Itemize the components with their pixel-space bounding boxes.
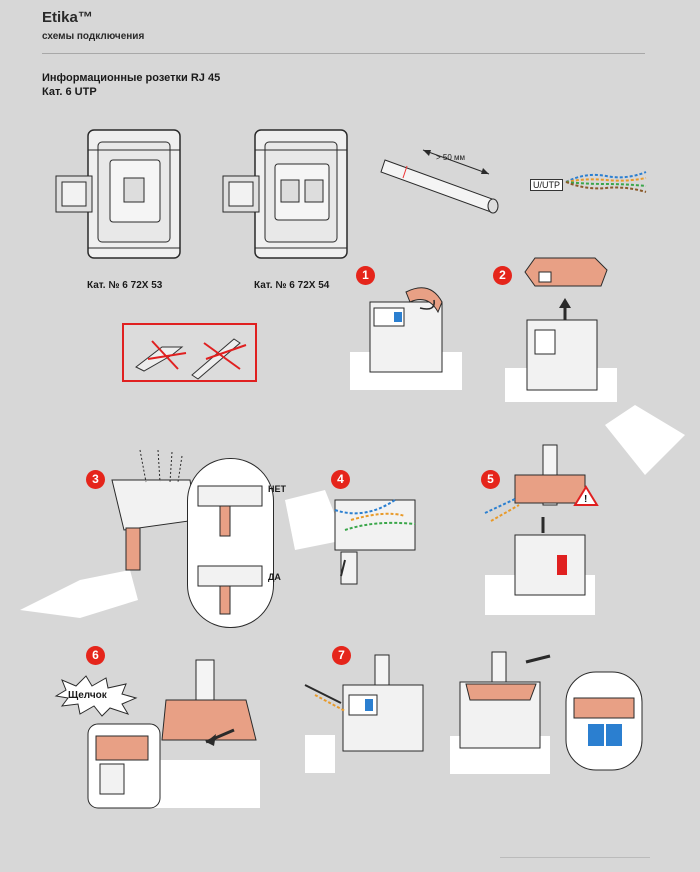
step-5-illustration: ! xyxy=(484,405,685,615)
socket-single-illustration xyxy=(55,129,181,259)
step-6-illustration xyxy=(87,659,260,809)
no-label: НЕТ xyxy=(268,484,286,494)
detail-callout-drawings xyxy=(197,485,263,615)
product-label-2: Кат. № 6 72X 54 xyxy=(254,280,330,291)
svg-text:!: ! xyxy=(584,494,587,505)
step-badge-1: 1 xyxy=(356,266,375,285)
step-7-illustration-a xyxy=(304,654,424,773)
step-2-illustration xyxy=(505,257,617,402)
cable-type-label: U/UTP xyxy=(530,179,563,191)
document-title: Информационные розетки RJ 45 xyxy=(42,72,221,84)
step-4-illustration xyxy=(285,490,416,585)
footer-rule xyxy=(500,857,650,858)
step-3-illustration xyxy=(20,449,197,618)
product-label-1: Кат. № 6 72X 53 xyxy=(87,280,163,291)
click-label: Щелчок xyxy=(68,690,107,701)
strip-length-label: > 50 мм xyxy=(436,153,466,162)
step-badge-2: 2 xyxy=(493,266,512,285)
step-badge-7: 7 xyxy=(332,646,351,665)
step-badge-6: 6 xyxy=(86,646,105,665)
step-badge-5: 5 xyxy=(481,470,500,489)
document-subtitle: Кат. 6 UTP xyxy=(42,86,97,98)
brand-title: Etika™ xyxy=(42,9,93,26)
step-1-illustration xyxy=(350,287,462,390)
yes-label: ДА xyxy=(268,572,281,582)
click-burst-icon xyxy=(54,675,138,717)
header-divider xyxy=(42,53,645,54)
step-7-illustration-b xyxy=(450,651,643,774)
cable-strip-illustration xyxy=(380,149,499,214)
page-subtitle: схемы подключения xyxy=(42,31,145,42)
step-badge-3: 3 xyxy=(86,470,105,489)
step-badge-4: 4 xyxy=(331,470,350,489)
forbidden-tools-icon xyxy=(135,338,247,380)
socket-double-illustration xyxy=(222,129,348,259)
forbidden-tools-box xyxy=(122,323,257,382)
utp-wires-icon xyxy=(565,171,647,193)
